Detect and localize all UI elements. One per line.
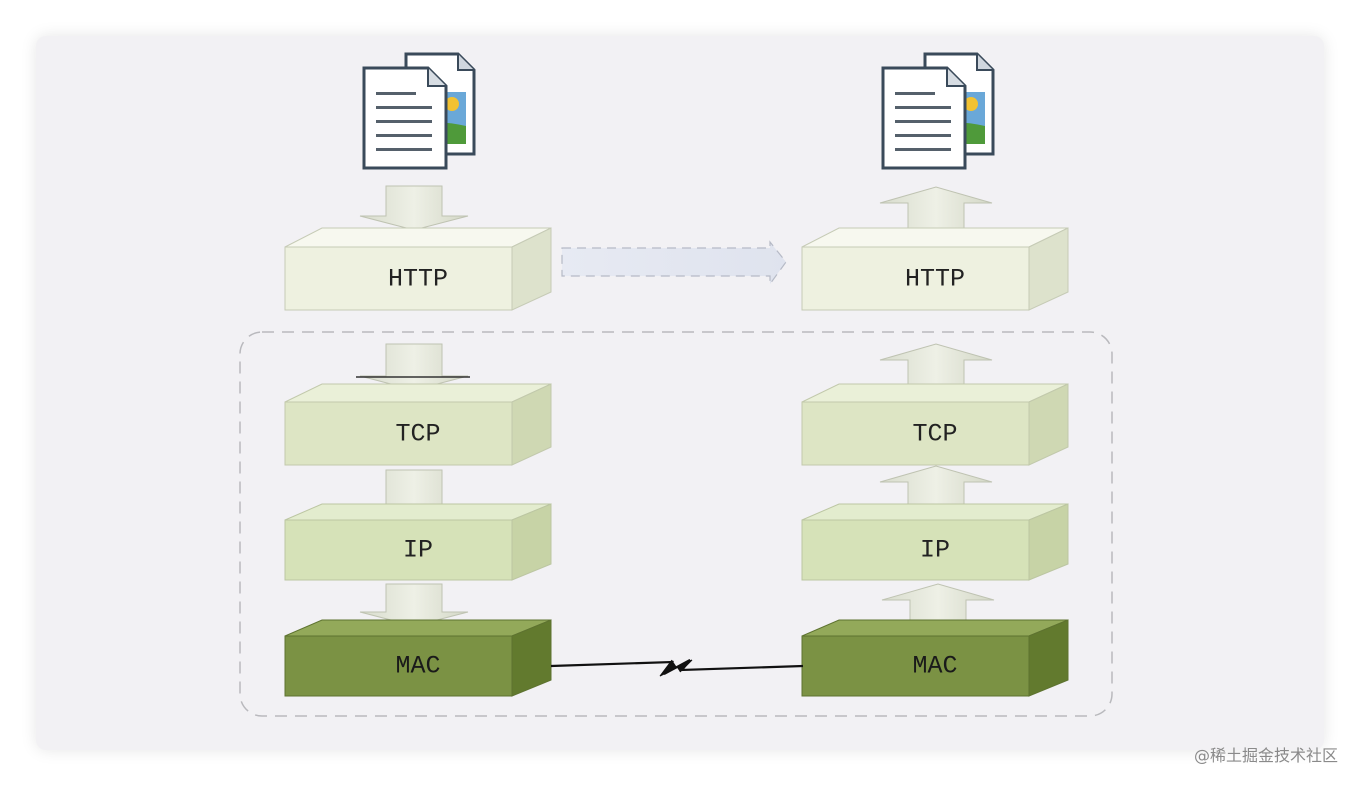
down-arrow-icon — [359, 583, 469, 627]
lightning-bolt-icon — [659, 659, 693, 677]
virtual-http-arrow — [561, 240, 787, 286]
right-http-label: HTTP — [905, 265, 965, 294]
left-tcp-label: TCP — [395, 420, 440, 449]
right-mac-label: MAC — [912, 652, 957, 681]
down-arrow-icon — [359, 185, 469, 231]
left-http-layer: HTTP — [284, 227, 552, 311]
right-http-layer: HTTP — [801, 227, 1069, 311]
down-arrow-icon — [359, 343, 469, 391]
document-icon — [881, 52, 995, 170]
left-ip-layer: IP — [284, 503, 552, 581]
up-arrow-icon — [879, 186, 993, 233]
watermark: @稀土掘金技术社区 — [1193, 746, 1338, 765]
diagram-card — [36, 36, 1324, 750]
left-mac-layer: MAC — [284, 619, 552, 697]
transport-group-outline — [239, 331, 1113, 717]
right-ip-layer: IP — [801, 503, 1069, 581]
left-tcp-layer: TCP — [284, 383, 552, 466]
left-mac-label: MAC — [395, 652, 440, 681]
right-ip-label: IP — [920, 536, 950, 565]
right-tcp-label: TCP — [912, 420, 957, 449]
right-mac-layer: MAC — [801, 619, 1069, 697]
document-icon — [362, 52, 476, 170]
left-http-label: HTTP — [388, 265, 448, 294]
up-arrow-icon — [879, 343, 993, 391]
left-ip-label: IP — [403, 536, 433, 565]
right-tcp-layer: TCP — [801, 383, 1069, 466]
